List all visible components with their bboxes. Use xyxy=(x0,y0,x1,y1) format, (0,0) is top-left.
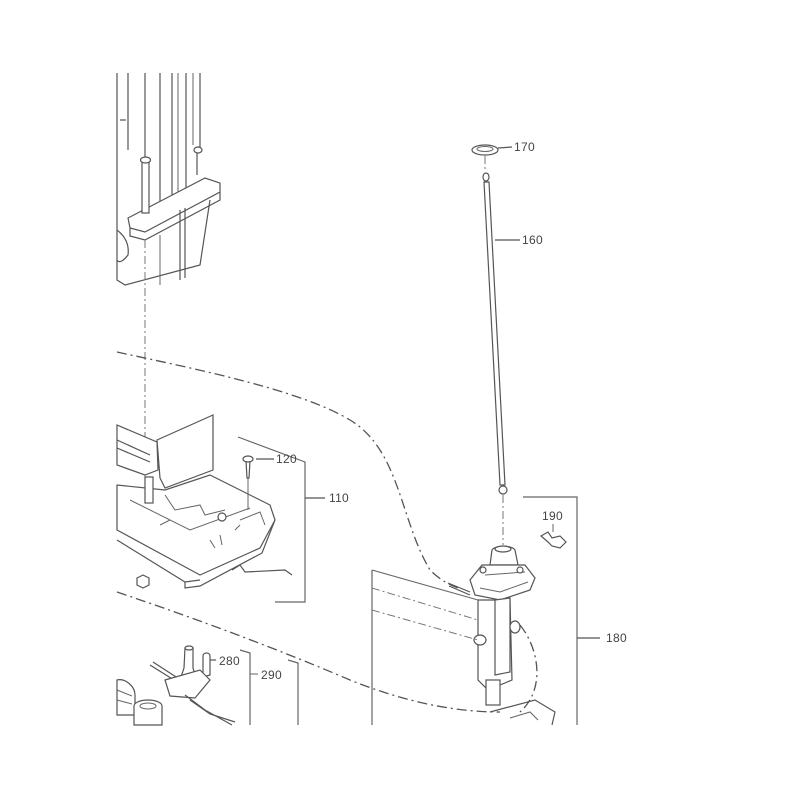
callout-110: 110 xyxy=(329,491,350,505)
rod-160 xyxy=(482,172,520,495)
harness-route-line-lower xyxy=(116,591,501,713)
callout-290: 290 xyxy=(261,668,282,682)
frame-column-assembly xyxy=(116,73,221,286)
callout-280: 280 xyxy=(219,654,240,668)
bracket-290 xyxy=(287,659,299,725)
harness-route-line xyxy=(116,351,459,589)
actuator-assembly-180 xyxy=(447,545,556,726)
callout-120: 120 xyxy=(276,452,297,466)
callout-170: 170 xyxy=(514,140,535,154)
bracket-180 xyxy=(523,496,578,725)
callout-160: 160 xyxy=(522,233,543,247)
fitting-280 xyxy=(149,645,236,726)
base-plate-assembly xyxy=(116,414,293,589)
callout-180: 180 xyxy=(606,631,627,645)
harness-route-right xyxy=(519,624,538,713)
callout-190: 190 xyxy=(542,509,563,523)
bracket-280 xyxy=(239,649,251,725)
bracket-110 xyxy=(237,436,306,603)
cylinder-parts xyxy=(116,679,163,726)
screw-120 xyxy=(242,455,254,510)
clip-190 xyxy=(539,524,567,549)
cap-170 xyxy=(471,144,513,156)
